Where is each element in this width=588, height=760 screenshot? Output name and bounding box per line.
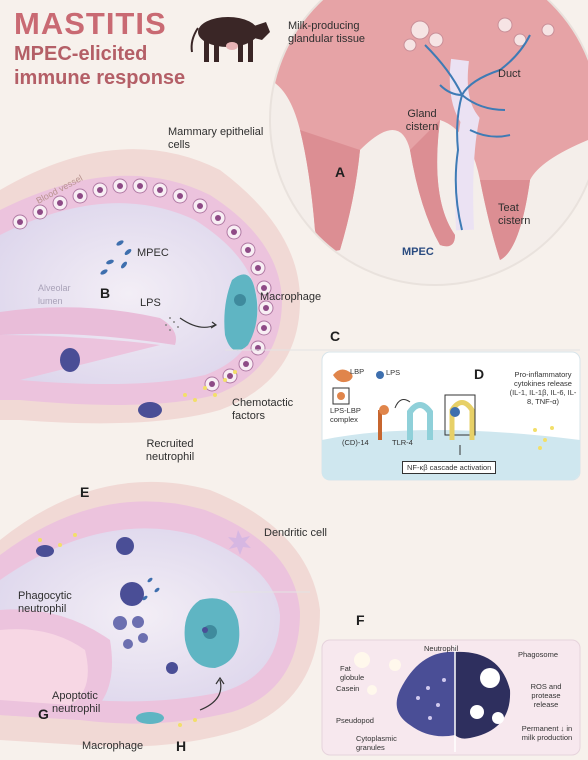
cell-nucleus: [77, 193, 83, 199]
label-macrophage-bottom: Macrophage: [82, 740, 143, 753]
cell-nucleus: [255, 265, 261, 271]
letter-d: D: [474, 366, 484, 382]
label-cytoplasmic-granules: Cytoplasmic granules: [356, 734, 416, 752]
label-duct: Duct: [498, 68, 521, 81]
cell-nucleus: [243, 361, 249, 367]
cell-nucleus: [37, 209, 43, 215]
cell-nucleus: [231, 229, 237, 235]
cell-nucleus: [177, 193, 183, 199]
cell-nucleus: [17, 219, 23, 225]
label-teat-cistern: Teat cistern: [498, 202, 546, 228]
cell-nucleus: [245, 247, 251, 253]
cell-nucleus: [97, 187, 103, 193]
letter-c: C: [330, 328, 340, 344]
label-lbp: LBP: [350, 367, 364, 376]
label-epithelial-cells: Mammary epithelial cells: [168, 126, 278, 152]
letter-f: F: [356, 612, 365, 628]
letter-b: B: [100, 285, 110, 301]
label-tlr4: TLR-4: [392, 438, 413, 447]
label-lps-lbp-complex: LPS-LBP complex: [330, 406, 364, 424]
label-milk-tissue: Milk-producing glandular tissue: [288, 20, 398, 46]
letter-a: A: [335, 164, 345, 180]
label-lps-d: LPS: [386, 368, 400, 377]
label-alveolar-lumen: Alveolar lumen: [38, 282, 78, 308]
label-macrophage-top: Macrophage: [260, 291, 321, 304]
cell-nucleus: [57, 200, 63, 206]
cell-nucleus: [227, 373, 233, 379]
label-permanent: Permanent ↓ in milk production: [520, 724, 574, 742]
letter-h: H: [176, 738, 186, 754]
label-ros: ROS and protease release: [520, 682, 572, 709]
label-gland-cistern: Gland cistern: [396, 108, 448, 134]
label-mpec: MPEC: [137, 247, 169, 260]
cell-nucleus: [209, 381, 215, 387]
cell-nucleus: [263, 305, 269, 311]
label-casein: Casein: [336, 684, 359, 693]
label-phagosome: Phagosome: [518, 650, 558, 659]
label-recruited-neutrophil: Recruited neutrophil: [130, 438, 210, 464]
letter-g: G: [38, 706, 49, 722]
page-title: MASTITIS: [14, 6, 167, 42]
label-fat-globule: Fat globule: [340, 664, 370, 682]
label-nfkb: NF-κβ cascade activation: [402, 461, 496, 474]
cell-nucleus: [117, 183, 123, 189]
label-cd14: (CD)-14: [342, 438, 369, 447]
cell-nucleus: [157, 187, 163, 193]
page-subtitle: MPEC-elicited immune response: [14, 42, 214, 90]
label-apoptotic-neutrophil: Apoptotic neutrophil: [52, 690, 114, 716]
label-mpec-udder: MPEC: [402, 246, 434, 259]
label-neutrophil-f: Neutrophil: [424, 644, 458, 653]
label-phagocytic-neutrophil: Phagocytic neutrophil: [18, 590, 94, 616]
cell-nucleus: [215, 215, 221, 221]
label-lps: LPS: [140, 297, 161, 310]
label-dendritic-cell: Dendritic cell: [264, 527, 327, 540]
cell-nucleus: [261, 325, 267, 331]
label-pseudopod: Pseudopod: [336, 716, 374, 725]
label-cytokines: Pro-inflammatory cytokines release (IL-1…: [508, 370, 578, 406]
cell-nucleus: [197, 203, 203, 209]
letter-e: E: [80, 484, 89, 500]
label-chemotactic-factors: Chemotactic factors: [232, 397, 292, 423]
cell-nucleus: [137, 183, 143, 189]
